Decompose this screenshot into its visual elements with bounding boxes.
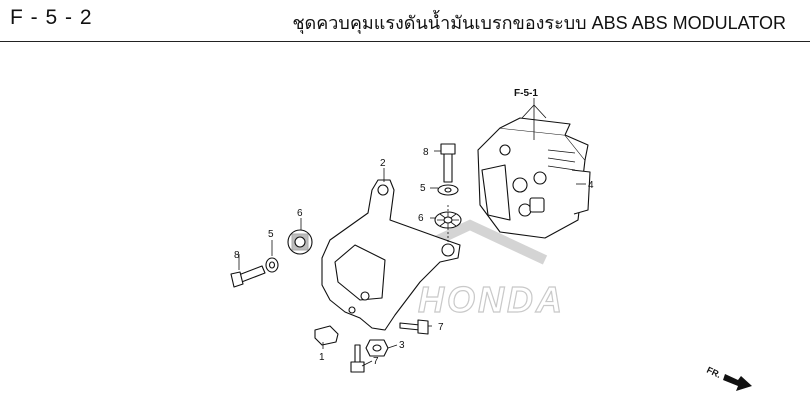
bolt-right-lower[interactable] (399, 319, 429, 335)
header-divider (0, 41, 810, 42)
honda-watermark: HONDA (392, 219, 565, 321)
front-direction-indicator: FR. (705, 365, 752, 391)
callout-6-left: 6 (297, 208, 303, 219)
front-direction-label: FR. (705, 365, 722, 380)
clip[interactable] (314, 325, 339, 346)
page-header: F - 5 - 2 ชุดควบคุมแรงดันน้ำมันเบรกของระ… (0, 0, 810, 44)
callout-4: 4 (588, 180, 594, 191)
callout-7-right: 7 (438, 322, 444, 333)
callout-5-top: 5 (420, 183, 426, 194)
nut[interactable] (365, 339, 389, 357)
collar-left[interactable] (265, 257, 279, 273)
callout-3: 3 (399, 340, 405, 351)
figure-code: F - 5 - 2 (10, 6, 93, 29)
collar-right[interactable] (437, 184, 459, 196)
callout-8-top: 8 (423, 147, 429, 158)
callout-6-right: 6 (418, 213, 424, 224)
abs-mounting-bracket[interactable] (321, 179, 461, 331)
callout-2: 2 (380, 158, 386, 169)
flange-bolt-left[interactable] (230, 265, 266, 288)
flange-bolt-top[interactable] (440, 143, 456, 183)
reference-label: F-5-1 (514, 88, 538, 99)
arrow-icon (723, 374, 752, 391)
exploded-parts-diagram: HONDA (230, 88, 752, 391)
bolt-bottom[interactable] (350, 344, 365, 373)
leader-lines (238, 98, 586, 367)
callout-1: 1 (319, 352, 325, 363)
rubber-grommet-left[interactable] (287, 229, 313, 255)
callout-5-left: 5 (268, 229, 274, 240)
watermark-text: HONDA (418, 279, 565, 320)
rubber-grommet-right[interactable] (434, 211, 462, 229)
page-title: ชุดควบคุมแรงดันน้ำมันเบรกของระบบ ABS ABS… (292, 13, 786, 33)
callout-8-left: 8 (234, 250, 240, 261)
callout-7-bottom: 7 (373, 356, 379, 367)
abs-modulator-unit[interactable] (477, 117, 591, 239)
